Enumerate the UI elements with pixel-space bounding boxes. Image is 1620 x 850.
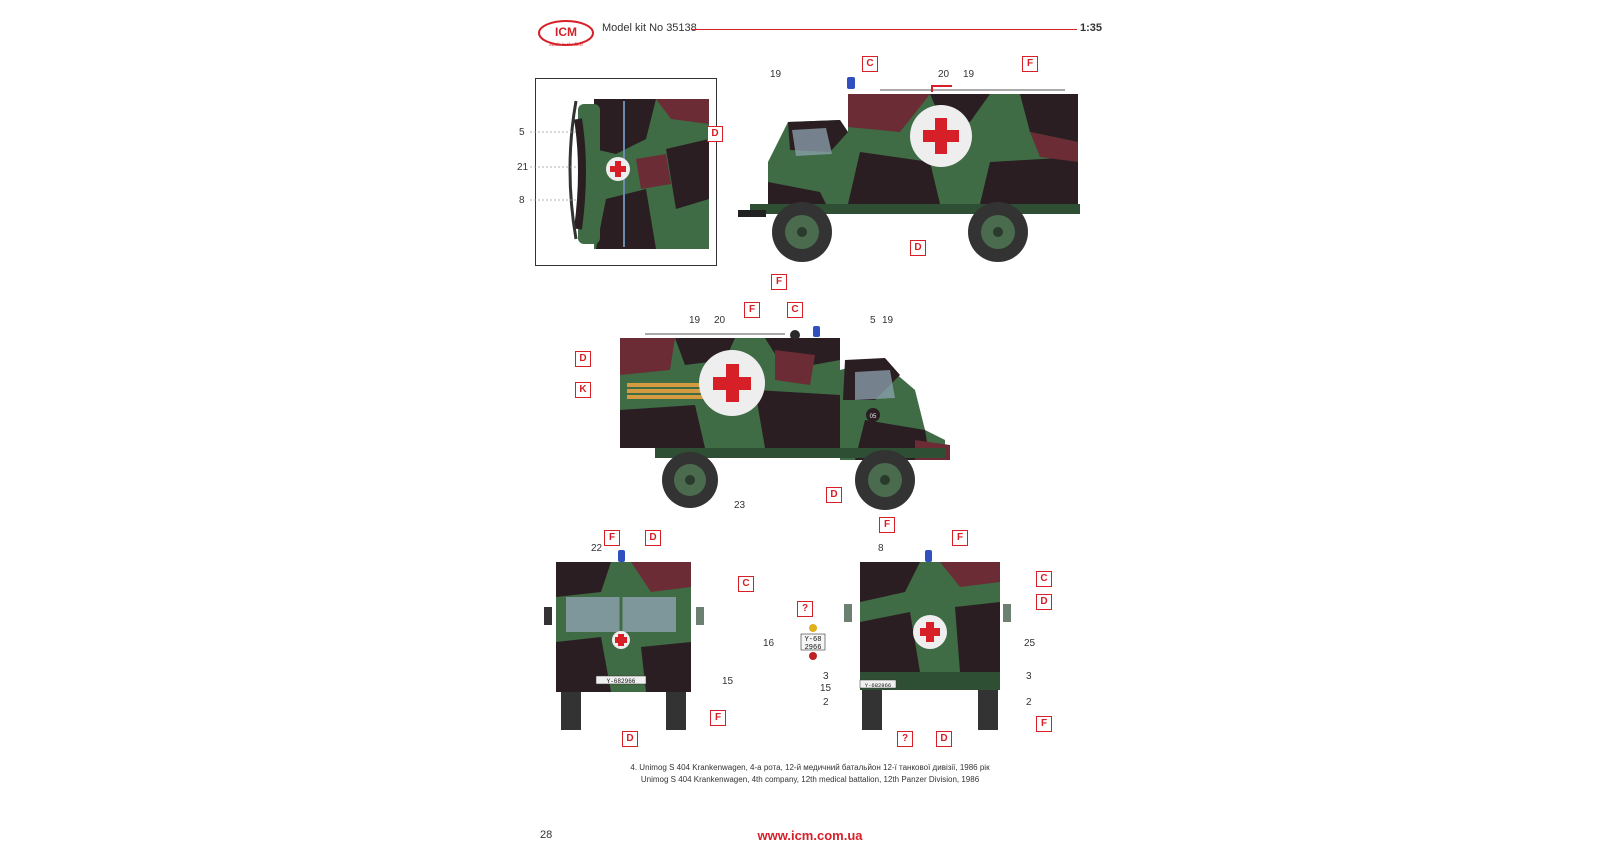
right-tag-f-bottom: F (771, 274, 787, 290)
top-label-5: 5 (519, 127, 525, 138)
top-label-21: 21 (517, 162, 529, 173)
top-view-box (535, 78, 717, 266)
right-num-20: 20 (938, 69, 950, 80)
logo-tagline: Made in the Best (548, 43, 583, 48)
right-side-view (738, 77, 1080, 262)
rear-tag-question: ? (897, 731, 913, 747)
plate-line-1: Y-68 (805, 636, 822, 644)
left-tag-k: K (575, 382, 591, 398)
plate-tag-question: ? (797, 601, 813, 617)
left-tag-d-bottom: D (826, 487, 842, 503)
rear-tag-f-bottom: F (1036, 716, 1052, 732)
rear-plate-text: Y-682966 (865, 682, 891, 689)
left-num-20: 20 (714, 315, 726, 326)
left-num-23: 23 (734, 500, 746, 511)
right-num-19a: 19 (770, 69, 782, 80)
left-tag-d: D (575, 351, 591, 367)
plate-line-2: 2966 (805, 644, 822, 652)
logo-text: ICM (555, 25, 577, 39)
plate-num-16: 16 (763, 638, 775, 649)
left-num-19a: 19 (689, 315, 701, 326)
front-num-15: 15 (722, 676, 734, 687)
front-view: Y-682966 (544, 550, 704, 730)
caption-ukrainian: 4. Unimog S 404 Krankenwagen, 4-а рота, … (630, 763, 990, 772)
rear-num-2-right: 2 (1026, 697, 1032, 708)
left-side-view: 05 (620, 326, 950, 510)
left-num-5: 5 (870, 315, 876, 326)
left-tag-f-bottom: F (879, 517, 895, 533)
rear-view: Y-682966 (844, 550, 1011, 730)
front-tag-d-top: D (645, 530, 661, 546)
scale-label: 1:35 (1080, 22, 1103, 34)
rear-tag-d-right: D (1036, 594, 1052, 610)
page-number: 28 (540, 829, 553, 841)
front-plate-text: Y-682966 (607, 678, 636, 685)
rear-tag-f-top: F (952, 530, 968, 546)
website-link[interactable]: www.icm.com.ua (757, 828, 863, 843)
rear-num-3-right: 3 (1026, 671, 1032, 682)
right-tag-d-left: D (707, 126, 723, 142)
left-tag-c: C (787, 302, 803, 318)
front-tag-d-bottom: D (622, 731, 638, 747)
rear-num-25: 25 (1024, 638, 1036, 649)
top-label-8: 8 (519, 195, 525, 206)
rear-tag-c: C (1036, 571, 1052, 587)
rear-num-3-left: 3 (823, 671, 829, 682)
unit-number-text: 05 (870, 414, 877, 420)
front-tag-c: C (738, 576, 754, 592)
front-tag-f-bottom: F (710, 710, 726, 726)
left-tag-f-top: F (744, 302, 760, 318)
icm-logo: ICM Made in the Best (537, 18, 595, 48)
top-view-drawing (568, 99, 709, 249)
right-tag-f-top: F (1022, 56, 1038, 72)
right-tag-c: C (862, 56, 878, 72)
right-num-19b: 19 (963, 69, 975, 80)
plate-detail-drawing: Y-68 2966 (800, 624, 826, 660)
right-tag-d-bottom: D (910, 240, 926, 256)
left-num-19b: 19 (882, 315, 894, 326)
front-num-22: 22 (591, 543, 603, 554)
header-rule (692, 29, 1077, 30)
rear-num-2-left: 2 (823, 697, 829, 708)
rear-tag-d-bottom: D (936, 731, 952, 747)
icm-logo-mark: ICM Made in the Best (538, 20, 594, 48)
front-tag-f-top: F (604, 530, 620, 546)
model-kit-title: Model kit No 35138 (602, 22, 697, 34)
caption-english: Unimog S 404 Krankenwagen, 4th company, … (640, 775, 980, 784)
rear-num-15: 15 (820, 683, 832, 694)
rear-num-8: 8 (878, 543, 884, 554)
